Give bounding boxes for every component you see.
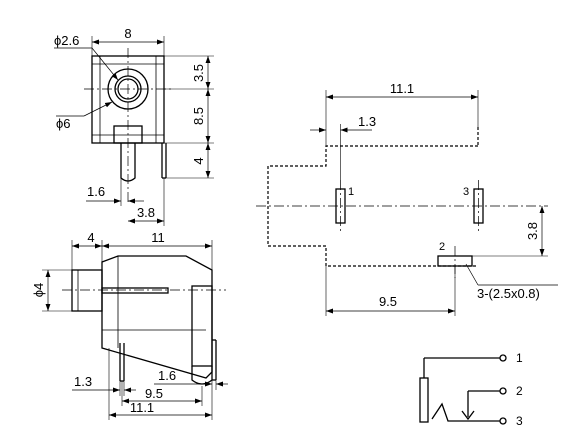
small-diameter-label: ϕ2.6 <box>54 33 79 48</box>
dim-top-label: 3.5 <box>191 64 206 82</box>
pcb-width-label: 11.1 <box>390 81 414 96</box>
large-diameter-label: ϕ6 <box>56 116 71 131</box>
schematic: 1 2 3 <box>419 351 523 428</box>
dim-nose-label: 4 <box>87 230 94 245</box>
footprint-outline <box>267 127 479 267</box>
top-view-pins <box>113 125 167 182</box>
dim-body-label: 11 <box>151 230 165 245</box>
nose-diameter-label: ϕ4 <box>31 283 46 298</box>
pcb-pin2-label: 2 <box>439 241 445 253</box>
schematic-pin1-label: 1 <box>516 351 523 365</box>
pcb-layout: 1 3 2 11.1 1.3 3.8 9.5 3-(2.5x0.8) <box>256 81 558 316</box>
dim-left-label: 1.6 <box>87 184 105 199</box>
side-view-body <box>62 255 226 379</box>
pcb-pin1-label: 1 <box>348 186 354 198</box>
dim-total-label: 11.1 <box>130 400 154 415</box>
dim-left-pin-label: 1.3 <box>74 374 92 389</box>
side-view: 4 11 ϕ4 1.3 1.6 9.5 11.1 <box>31 230 228 420</box>
top-width-label: 8 <box>124 26 131 41</box>
dim-pin-span-label: 9.5 <box>145 386 163 401</box>
dim-pin-gap-label: 1.6 <box>158 368 176 383</box>
dim-mid-label: 8.5 <box>191 107 206 125</box>
schematic-pin3-label: 3 <box>516 414 523 428</box>
pcb-vertical-label: 3.8 <box>525 222 540 240</box>
top-view: 8 ϕ2.6 ϕ6 3.5 8.5 4 1.6 3.8 <box>54 26 214 226</box>
top-view-body <box>84 48 172 202</box>
pcb-pin3-label: 3 <box>463 186 469 198</box>
schematic-pin2-label: 2 <box>516 384 523 398</box>
dim-right-label: 3.8 <box>137 205 155 220</box>
dim-pin-label: 4 <box>191 157 206 164</box>
slot-size-note: 3-(2.5x0.8) <box>477 286 540 301</box>
pcb-bottom-label: 9.5 <box>379 294 397 309</box>
pcb-offset-label: 1.3 <box>358 114 376 129</box>
